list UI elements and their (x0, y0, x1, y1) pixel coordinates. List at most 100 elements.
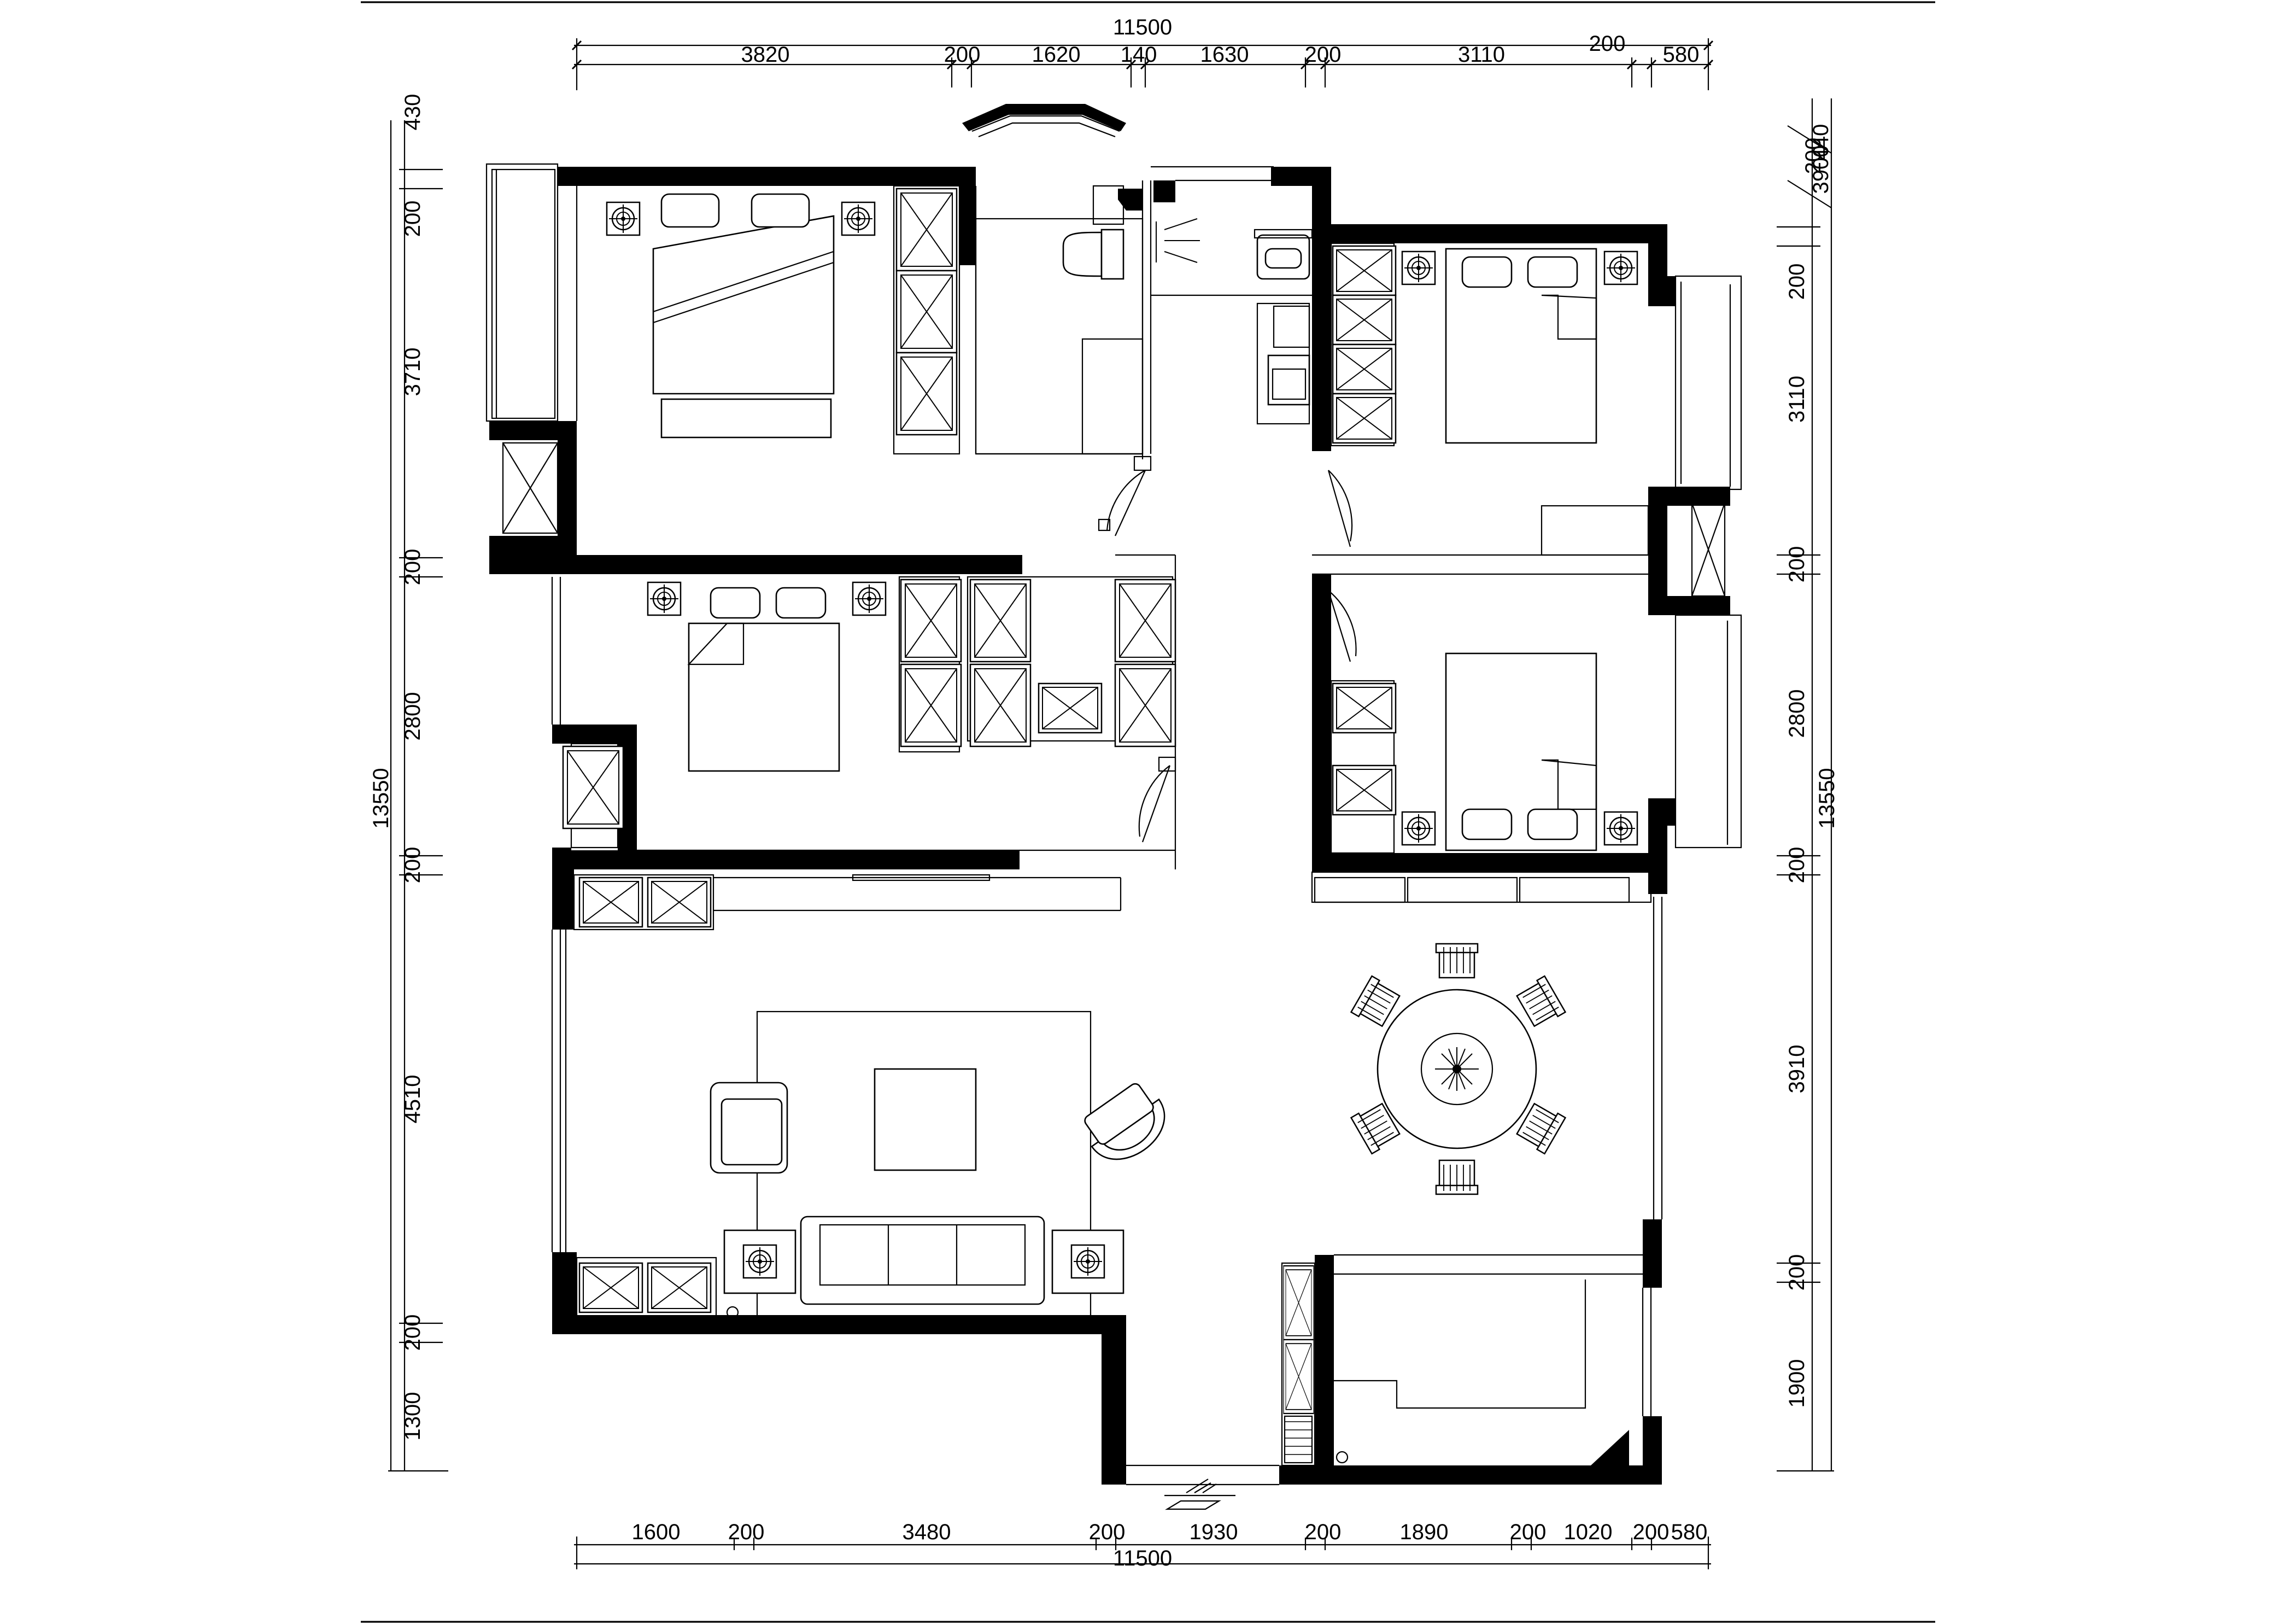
dining-chair-icon (1435, 1159, 1479, 1195)
armchair-icon (710, 1082, 788, 1174)
dim-left-seg: 200 (401, 847, 425, 884)
dim-right-seg: 3910 (1785, 1045, 1809, 1094)
dim-top-seg: 200 (944, 43, 981, 67)
dim-left-seg: 200 (401, 549, 425, 586)
dim-left-seg: 4510 (401, 1075, 425, 1124)
dim-bottom-seg: 200 (728, 1520, 765, 1544)
bed-icon (1527, 256, 1578, 288)
dim-bottom-seg: 1890 (1400, 1520, 1449, 1544)
dim-top-total: 11500 (1113, 15, 1172, 39)
dimension-right: 440 200 3900 200 3110 200 2800 200 3910 … (1777, 98, 1839, 1472)
dim-bottom-seg: 200 (1510, 1520, 1547, 1544)
bedroom-3 (1314, 652, 1638, 903)
bedroom-4 (562, 576, 1176, 849)
bed-icon (751, 193, 810, 228)
dim-top-seg: 140 (1121, 43, 1157, 67)
bed-icon (660, 398, 832, 439)
dining-area (1350, 943, 1566, 1195)
dim-right-seg: 200 (1785, 546, 1809, 583)
dim-left-seg: 1300 (401, 1392, 425, 1441)
toilet-icon (1062, 231, 1103, 277)
closet-left (502, 442, 559, 534)
dim-right-total: 13550 (1815, 768, 1839, 828)
squat-toilet-icon (1254, 229, 1313, 280)
wall-outlines (485, 106, 1742, 1486)
bathroom-1 (975, 185, 1313, 455)
bedroom-2 (1330, 242, 1726, 597)
bed-icon (660, 193, 720, 228)
dining-chair-icon (1514, 975, 1566, 1030)
bed-icon (775, 587, 827, 619)
wardrobe-icon (573, 874, 717, 1319)
lamp-icon (742, 1244, 777, 1279)
dim-bottom-seg: 200 (1633, 1520, 1670, 1544)
bed-icon (1461, 256, 1513, 288)
lamp-icon (1401, 250, 1436, 285)
dim-right-top: 440 (1809, 124, 1833, 161)
dim-right-seg: 200 (1785, 1254, 1809, 1291)
dim-top-seg: 200 (1589, 32, 1626, 56)
dim-top-seg: 3820 (741, 43, 790, 67)
dim-top-seg: 1630 (1200, 43, 1249, 67)
lamp-icon (1070, 1244, 1105, 1279)
dim-bottom-seg: 1930 (1190, 1520, 1238, 1544)
bedroom-1 (606, 185, 960, 455)
bed-icon (652, 215, 835, 395)
dim-top-seg: 200 (1305, 43, 1342, 67)
dimension-top: 11500 3820 200 1620 140 1630 200 3110 20… (571, 15, 1714, 90)
sofa-icon (800, 1216, 1045, 1305)
lamp-icon (1401, 811, 1436, 846)
dim-right-top: 3900 (1809, 145, 1833, 194)
dim-bottom-seg: 1600 (632, 1520, 681, 1544)
dining-chair-icon (1435, 943, 1479, 979)
dim-top-seg: 3110 (1458, 43, 1505, 67)
dim-left-seg: 3710 (401, 348, 425, 396)
dim-left-seg: 200 (401, 201, 425, 237)
lamp-icon (1603, 250, 1638, 285)
lamp-icon (841, 201, 876, 236)
dim-left-seg: 2800 (401, 692, 425, 741)
dim-top-seg: 580 (1663, 43, 1700, 67)
armchair-icon (1084, 1083, 1165, 1160)
dim-right-seg: 2800 (1785, 690, 1809, 738)
toilet-icon (1100, 229, 1124, 280)
dim-bottom-seg: 200 (1305, 1520, 1342, 1544)
dim-bottom-seg: 3480 (903, 1520, 951, 1544)
dim-top-seg: 1620 (1032, 43, 1081, 67)
walls (489, 104, 1730, 1485)
lamp-icon (647, 581, 682, 616)
dim-left-seg: 200 (401, 1315, 425, 1351)
bed-icon (688, 622, 840, 772)
lamp-icon (852, 581, 887, 616)
lamp-icon (606, 201, 641, 236)
dim-bottom-seg: 1020 (1564, 1520, 1613, 1544)
dining-table-icon (1377, 989, 1537, 1149)
dim-bottom-seg: 200 (1089, 1520, 1126, 1544)
entrance-mat-icon (1164, 1479, 1235, 1510)
dim-right-seg: 1900 (1785, 1359, 1809, 1408)
dim-right-top: 200 (1801, 138, 1825, 174)
bed-icon (710, 587, 761, 619)
wardrobe-icon (1330, 680, 1397, 854)
dim-left-total: 13550 (369, 768, 393, 828)
dim-right-seg: 200 (1785, 847, 1809, 884)
bottom-right-room (1281, 1262, 1586, 1467)
coffee-table-icon (874, 1068, 977, 1171)
washbasin-icon (1256, 302, 1310, 425)
dim-bottom-total: 11500 (1113, 1546, 1172, 1570)
wardrobe-icon (893, 185, 960, 455)
bed-icon (1527, 808, 1578, 840)
dim-bottom-seg: 580 (1671, 1520, 1708, 1544)
dim-right-seg: 200 (1785, 264, 1809, 300)
wardrobe-icon (1330, 242, 1397, 447)
bed-icon (1461, 808, 1513, 840)
living-room (573, 874, 1165, 1319)
dimension-left: 430 200 3710 200 2800 200 4510 200 1300 … (369, 94, 448, 1472)
dim-right-seg: 3110 (1785, 376, 1809, 423)
wardrobe-icon (898, 576, 1176, 753)
dim-left-seg: 430 (401, 94, 425, 131)
door-swing-icon (1098, 455, 1357, 843)
lamp-icon (1603, 811, 1638, 846)
dimension-bottom: 1600 200 3480 200 1930 200 1890 200 1020… (574, 1520, 1711, 1570)
